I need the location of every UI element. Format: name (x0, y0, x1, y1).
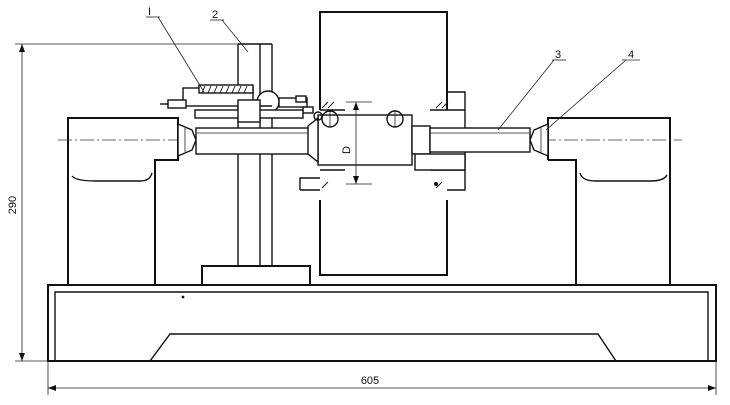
label-item-i: I (148, 6, 151, 18)
left-center-cone (177, 122, 197, 158)
right-center-cone (529, 122, 549, 158)
dimension-d-label: D (341, 146, 353, 154)
height-dimension: 290 (7, 43, 238, 362)
width-dimension: 605 (47, 361, 717, 395)
arbor-shaft-left (195, 127, 321, 155)
dimension-height-label: 290 (7, 196, 19, 214)
diameter-dimension: D (341, 101, 372, 185)
label-item-2: 2 (212, 9, 218, 21)
right-tailstock (547, 117, 671, 286)
label-item-4: 4 (628, 49, 634, 61)
indicator-stand (201, 43, 311, 286)
left-headstock (67, 117, 179, 285)
dimension-width-label: 605 (361, 375, 379, 387)
machine-base (47, 284, 717, 362)
column-clamp (194, 99, 304, 123)
dial-indicator (160, 84, 323, 121)
mandrel-sleeve (307, 110, 431, 166)
label-item-3: 3 (555, 49, 561, 61)
item-callouts: I 2 3 4 (146, 6, 640, 131)
mandrel-shaft (414, 127, 531, 171)
